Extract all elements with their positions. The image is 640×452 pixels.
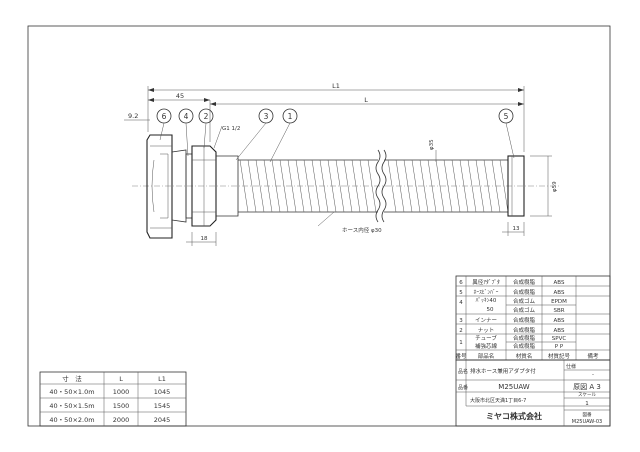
size-row2-l: 1500 bbox=[113, 402, 130, 410]
row1-code: SPVC bbox=[552, 336, 567, 342]
row1-name: チューブ bbox=[475, 334, 497, 342]
title-block bbox=[455, 359, 611, 427]
row4-code: EPDM bbox=[551, 299, 567, 305]
size-row2-dim: 40・50×1.5m bbox=[49, 402, 94, 410]
size-header-dim: 寸 法 bbox=[62, 374, 82, 383]
zuban-value: M25UAW-03 bbox=[572, 419, 602, 425]
size-row1-l: 1000 bbox=[113, 388, 130, 396]
dim-45: 45 bbox=[176, 92, 184, 100]
hinban-value: M25UAW bbox=[498, 383, 529, 391]
hose-note: ホース内径 φ30 bbox=[342, 226, 382, 234]
row2-name: ナット bbox=[478, 327, 495, 334]
parts-table bbox=[455, 275, 611, 361]
dim-l1: L1 bbox=[332, 82, 340, 90]
balloon-6: 6 bbox=[162, 112, 167, 121]
parts-table-text: 6 異径ｱﾀﾞﾌﾟﾀ 合成樹脂 ABS 5 ﾎｰｽﾋﾞﾝﾊﾞｰ 合成樹脂 ABS… bbox=[455, 278, 599, 360]
hinmei-value: 排水ホース兼用アダプタ付 bbox=[470, 367, 536, 375]
row4b-material: 合成ゴム bbox=[513, 306, 536, 314]
size-row1-dim: 40・50×1.0m bbox=[49, 388, 94, 396]
shiyou-value: - bbox=[592, 372, 594, 378]
balloon-4: 4 bbox=[184, 112, 189, 121]
header-material: 材質名 bbox=[516, 352, 533, 360]
hose-drawing: 6 4 2 3 1 5 L1 L 45 9.2 G1 1/2 18 13 φ35… bbox=[124, 82, 560, 246]
row4b-code: SBR bbox=[553, 308, 564, 314]
scale-label: スケール bbox=[578, 391, 596, 398]
break-line-left bbox=[375, 149, 381, 223]
dim-g: G1 1/2 bbox=[222, 126, 240, 132]
inner-part-3 bbox=[216, 155, 239, 217]
row3-code: ABS bbox=[554, 318, 565, 324]
hose-tube-left bbox=[238, 159, 378, 213]
part-balloons bbox=[156, 108, 515, 163]
balloon-1: 1 bbox=[288, 112, 293, 121]
row4-no: 4 bbox=[459, 300, 463, 306]
header-no: 番号 bbox=[455, 353, 467, 360]
row3-no: 3 bbox=[459, 318, 463, 324]
header-code: 材質記号 bbox=[548, 352, 571, 360]
nut-part-2 bbox=[191, 145, 217, 227]
zuban-label: 図番 bbox=[583, 411, 592, 418]
dim-13: 13 bbox=[513, 226, 520, 232]
sheet-size: 原図 A 3 bbox=[573, 383, 601, 391]
row1b-code: P P bbox=[555, 344, 564, 350]
row1b-material: 合成樹脂 bbox=[513, 342, 536, 350]
company-name: ミヤコ株式会社 bbox=[486, 411, 542, 421]
break-line-right bbox=[381, 149, 387, 223]
row1-material: 合成樹脂 bbox=[513, 334, 536, 342]
header-note: 備考 bbox=[587, 352, 599, 360]
row4-name: ﾊﾟｯｷﾝ40 bbox=[476, 297, 497, 304]
dim-phi35: φ35 bbox=[429, 139, 435, 150]
row5-code: ABS bbox=[554, 290, 565, 296]
row4b-name: 50 bbox=[487, 307, 494, 313]
row5-material: 合成樹脂 bbox=[513, 288, 536, 296]
size-row1-l1: 1045 bbox=[154, 388, 171, 396]
sheet-border bbox=[27, 25, 611, 427]
row5-name: ﾎｰｽﾋﾞﾝﾊﾞｰ bbox=[474, 289, 499, 296]
hose-tube-right bbox=[384, 159, 509, 213]
hinban-label: 品番 bbox=[458, 384, 468, 391]
title-block-text: 品名 排水ホース兼用アダプタ付 仕様 - 品番 M25UAW 原図 A 3 大阪… bbox=[458, 363, 602, 425]
size-header-l: L bbox=[119, 375, 123, 383]
shiyou-label: 仕様 bbox=[566, 363, 576, 370]
row5-no: 5 bbox=[459, 290, 463, 296]
header-name: 部品名 bbox=[478, 352, 495, 360]
dim-l: L bbox=[364, 96, 368, 104]
dim-18: 18 bbox=[201, 236, 208, 242]
scale-value: 1 bbox=[585, 401, 589, 407]
row1b-name: 補強芯線 bbox=[475, 342, 498, 350]
row4-material: 合成ゴム bbox=[513, 297, 536, 305]
row6-material: 合成樹脂 bbox=[513, 278, 536, 286]
row1-no: 1 bbox=[459, 340, 463, 346]
row2-code: ABS bbox=[554, 328, 565, 334]
size-header-l1: L1 bbox=[158, 375, 166, 383]
dimension-lines bbox=[124, 86, 552, 246]
row6-name: 異径ｱﾀﾞﾌﾟﾀ bbox=[472, 278, 500, 286]
address: 大阪市北区天満1丁目6-7 bbox=[470, 397, 526, 404]
size-row3-l1: 2045 bbox=[154, 416, 171, 424]
size-table-text: 寸 法 L L1 40・50×1.0m 1000 1045 40・50×1.5m… bbox=[49, 374, 170, 424]
row3-material: 合成樹脂 bbox=[513, 316, 536, 324]
balloon-3: 3 bbox=[264, 112, 269, 121]
size-row2-l1: 1545 bbox=[154, 402, 171, 410]
row3-name: インナー bbox=[475, 317, 497, 324]
row2-material: 合成樹脂 bbox=[513, 326, 536, 334]
dim-9-2: 9.2 bbox=[128, 112, 138, 120]
adaptor-part-6 bbox=[146, 134, 187, 239]
balloon-5: 5 bbox=[504, 112, 509, 121]
balloon-2: 2 bbox=[204, 112, 209, 121]
hinmei-label: 品名 bbox=[458, 368, 468, 375]
size-table bbox=[39, 371, 187, 427]
size-row3-l: 2000 bbox=[113, 416, 130, 424]
balloon-labels: 6 4 2 3 1 5 bbox=[162, 112, 509, 121]
dim-phi59: φ59 bbox=[552, 181, 558, 192]
row2-no: 2 bbox=[459, 328, 463, 334]
bumper-part-5 bbox=[507, 155, 525, 217]
row6-code: ABS bbox=[554, 280, 565, 286]
row6-no: 6 bbox=[459, 280, 463, 286]
size-row3-dim: 40・50×2.0m bbox=[49, 416, 94, 424]
